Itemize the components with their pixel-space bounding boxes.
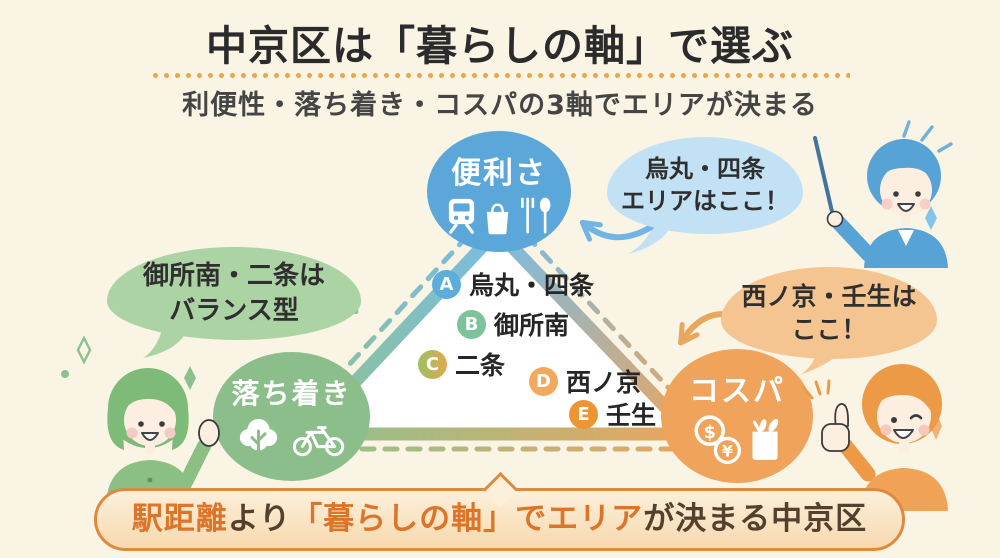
- page-subtitle: 利便性・落ち着き・コスパの3軸でエリアが決まる: [182, 90, 818, 121]
- area-badge-e: E: [569, 399, 598, 429]
- footer-segment-3: 「暮らしの軸」でエリア: [291, 501, 644, 537]
- callout-karasuma-line2: エリアはここ！: [621, 186, 789, 215]
- callout-nishinokyo-line1: 西ノ京・壬生は: [741, 282, 917, 311]
- area-item-mibu: E 壬生: [569, 396, 656, 432]
- callout-karasuma: 烏丸・四条 エリアはここ！: [607, 137, 803, 234]
- svg-text:$: $: [704, 423, 716, 443]
- tree-icon: [239, 418, 277, 457]
- area-item-nishinokyo: D 西ノ京: [529, 363, 641, 399]
- area-badge-a: A: [432, 269, 461, 299]
- dotted-divider: [150, 72, 850, 79]
- footer-segment-1: 駅距離: [131, 501, 228, 537]
- teacher-illustration: [813, 120, 953, 268]
- triangle-edge-right: [492, 226, 696, 439]
- vertex-value: コスパ $ ¥: [661, 349, 813, 483]
- grocery-bag-icon: [752, 418, 779, 460]
- area-badge-d: D: [529, 366, 558, 396]
- callout-goshominami-line1: 御所南・二条は: [142, 261, 325, 292]
- callout-nishinokyo: 西ノ京・壬生は ここ！: [721, 267, 937, 359]
- cutlery-icon: [520, 197, 550, 234]
- area-name-e: 壬生: [606, 401, 657, 430]
- callout-karasuma-line1: 烏丸・四条: [645, 154, 765, 183]
- area-item-karasuma-shijo: A 烏丸・四条: [432, 266, 594, 302]
- sparkle-icon: [925, 206, 937, 230]
- vertex-convenience: 便利さ: [427, 131, 571, 252]
- vertex-value-label: コスパ: [689, 374, 785, 409]
- area-badge-c: C: [418, 349, 447, 379]
- bicycle-icon: [292, 425, 344, 456]
- area-name-c: 二条: [455, 351, 506, 380]
- vertex-calm: 落ち着き: [213, 352, 370, 481]
- arrow-to-value-icon: [678, 310, 728, 346]
- pointer-stick-icon: [813, 136, 835, 218]
- area-badge-b: B: [457, 309, 486, 339]
- arrow-to-convenience-icon: [579, 219, 654, 242]
- callout-goshominami-line2: バランス型: [169, 295, 299, 326]
- area-name-d: 西ノ京: [566, 368, 642, 397]
- footer-segment-4: が決まる中京区: [643, 501, 868, 537]
- area-item-nijo: C 二条: [418, 346, 505, 382]
- vertex-calm-label: 落ち着き: [231, 377, 352, 410]
- callout-goshominami: 御所南・二条は バランス型: [107, 247, 361, 340]
- footer-segment-2: より: [227, 501, 292, 537]
- sparkle-icon: [76, 336, 92, 365]
- area-name-b: 御所南: [494, 311, 570, 340]
- shopping-bag-icon: [486, 203, 508, 234]
- train-icon: [448, 198, 474, 234]
- sparkle-icon: [184, 366, 196, 390]
- footer-banner: 駅距離より「暮らしの軸」でエリアが決まる中京区: [94, 471, 905, 551]
- callout-nishinokyo-line2: ここ！: [791, 315, 867, 344]
- page-title: 中京区は「暮らしの軸」で選ぶ: [206, 22, 794, 70]
- vertex-convenience-label: 便利さ: [451, 155, 547, 191]
- dollar-coin-icon: $: [694, 415, 726, 446]
- triangle-fill: [306, 231, 691, 434]
- boy-illustration: [802, 364, 948, 511]
- area-name-a: 烏丸・四条: [469, 271, 595, 300]
- svg-text:¥: ¥: [722, 443, 733, 461]
- coins-icon-group: $ ¥: [694, 415, 742, 465]
- yen-coin-icon: ¥: [713, 436, 742, 465]
- area-item-goshominami: B 御所南: [457, 306, 569, 342]
- woman-illustration: [61, 336, 220, 504]
